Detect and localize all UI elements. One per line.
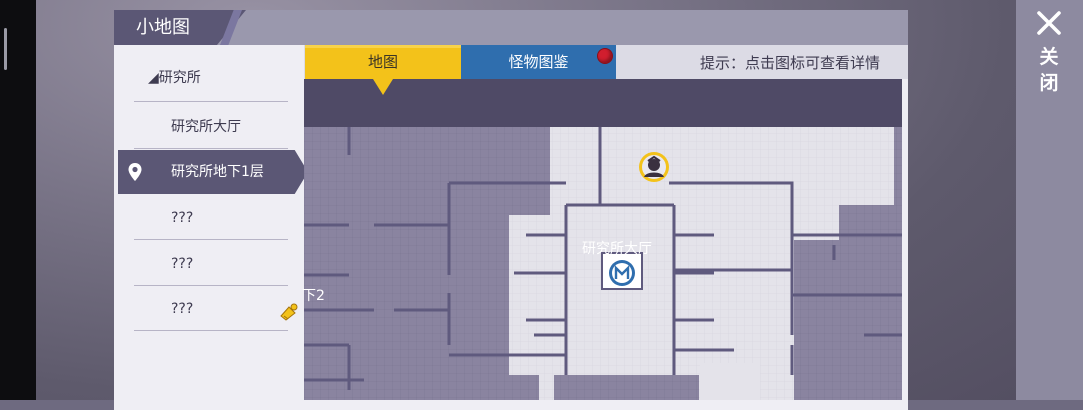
tab-map[interactable] <box>305 45 461 96</box>
divider <box>134 239 288 240</box>
close-sidebar[interactable] <box>1016 0 1083 400</box>
tab-monster-label: 怪物图鉴 <box>508 53 569 71</box>
location-pin-icon <box>128 163 142 181</box>
npc-portrait-icon[interactable] <box>637 150 671 184</box>
divider <box>134 148 288 149</box>
close-label[interactable]: 关闭 <box>1039 46 1059 94</box>
divider <box>134 330 288 331</box>
hint-text: 提示：点击图标可查看详情 <box>700 54 881 72</box>
divider <box>134 101 288 102</box>
map-view[interactable] <box>304 45 902 400</box>
area-item-unknown-1[interactable]: ??? <box>114 196 300 241</box>
area-item-lab-hall[interactable]: 研究所大厅 <box>114 105 300 150</box>
notification-dot-icon <box>597 48 613 64</box>
divider <box>134 285 288 286</box>
area-item-unknown-3[interactable]: ??? <box>114 287 300 332</box>
area-item-label: ??? <box>171 301 194 317</box>
close-icon[interactable] <box>1034 8 1064 38</box>
area-list: ◢研究所 研究所大厅 ??? ??? ??? <box>114 45 300 410</box>
map-location-label: 研究所大厅 <box>582 241 652 257</box>
left-system-bar <box>0 0 36 400</box>
area-item-lab-b1-selected[interactable]: 研究所地下1层 <box>118 150 308 194</box>
map-canvas <box>304 45 902 400</box>
area-group-header[interactable]: ◢研究所 <box>148 70 201 86</box>
title-bar <box>114 10 908 45</box>
tab-map-label[interactable]: 地图 <box>367 53 398 71</box>
area-item-label: 研究所大厅 <box>171 119 241 135</box>
key-bell-icon[interactable] <box>278 302 300 322</box>
map-floor-label: 下2 <box>302 288 325 304</box>
hall-warp-icon[interactable] <box>607 258 637 288</box>
tab-monster-guide[interactable]: 怪物图鉴 <box>461 45 616 79</box>
map-walls <box>304 127 902 390</box>
area-item-label: ??? <box>171 256 194 272</box>
area-item-label: ??? <box>171 210 194 226</box>
area-item-unknown-2[interactable]: ??? <box>114 242 300 287</box>
side-handle <box>4 28 7 70</box>
window-title: 小地图 <box>136 17 190 38</box>
area-item-label: 研究所地下1层 <box>171 164 264 180</box>
